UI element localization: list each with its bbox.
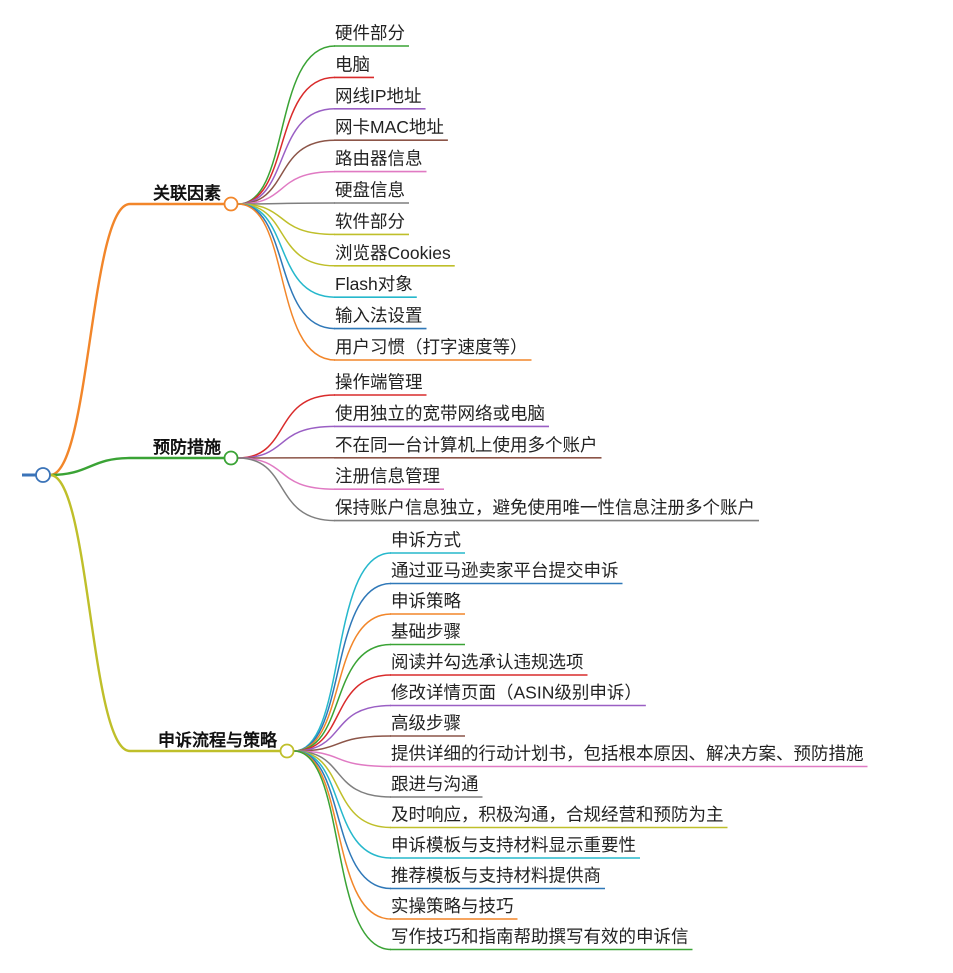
- branch-label[interactable]: 预防措施: [153, 437, 221, 457]
- branch-node[interactable]: [223, 196, 239, 212]
- leaf-connector: [293, 704, 392, 752]
- leaf-connector: [237, 139, 336, 205]
- leaf-label[interactable]: 阅读并勾选承认违规选项: [391, 652, 584, 672]
- leaf-connector: [237, 457, 336, 522]
- leaf-connector: [293, 750, 392, 890]
- branch-node[interactable]: [279, 743, 295, 759]
- mindmap-leaves: 硬件部分电脑网线IP地址网卡MAC地址路由器信息硬盘信息软件部分浏览器Cooki…: [335, 23, 864, 947]
- leaf-label[interactable]: 路由器信息: [335, 149, 423, 169]
- leaf-label[interactable]: 输入法设置: [335, 306, 423, 326]
- leaf-label[interactable]: 硬件部分: [335, 23, 405, 43]
- leaf-label[interactable]: 申诉模板与支持材料显示重要性: [391, 835, 636, 855]
- leaf-label[interactable]: 用户习惯（打字速度等）: [335, 337, 528, 357]
- leaf-connector: [237, 425, 336, 459]
- leaf-connector: [293, 750, 392, 920]
- leaf-label[interactable]: 及时响应，积极沟通，合规经营和预防为主: [391, 805, 724, 825]
- leaf-connector: [237, 203, 336, 361]
- leaf-connector: [293, 750, 392, 829]
- leaf-connector: [293, 750, 392, 798]
- leaf-connector: [237, 202, 336, 205]
- leaf-connector: [237, 203, 336, 267]
- leaf-label[interactable]: 高级步骤: [391, 713, 461, 733]
- branch-connector: [49, 456, 224, 477]
- leaf-connector: [237, 457, 336, 490]
- leaf-connector: [293, 643, 392, 752]
- leaf-label[interactable]: 实操策略与技巧: [391, 896, 514, 916]
- leaf-label[interactable]: 不在同一台计算机上使用多个账户: [335, 435, 598, 455]
- branch-label[interactable]: 申诉流程与策略: [158, 730, 278, 750]
- branch-connector: [49, 202, 224, 477]
- mindmap-edges: [49, 45, 868, 951]
- leaf-label[interactable]: 申诉方式: [391, 530, 461, 550]
- leaf-connector: [293, 750, 392, 859]
- leaf-label[interactable]: 提供详细的行动计划书，包括根本原因、解决方案、预防措施: [391, 744, 864, 764]
- leaf-label[interactable]: 网卡MAC地址: [335, 117, 444, 137]
- leaf-label[interactable]: 浏览器Cookies: [335, 243, 451, 263]
- leaf-connector: [293, 552, 392, 752]
- leaf-label[interactable]: 注册信息管理: [335, 466, 440, 486]
- leaf-label[interactable]: 网线IP地址: [335, 86, 422, 106]
- leaf-label[interactable]: 操作端管理: [335, 372, 423, 392]
- leaf-connector: [293, 613, 392, 752]
- leaf-connector: [293, 735, 392, 752]
- leaf-connector: [293, 674, 392, 752]
- leaf-connector: [237, 170, 336, 205]
- leaf-label[interactable]: 修改详情页面（ASIN级别申诉）: [391, 683, 642, 703]
- leaf-label[interactable]: 保持账户信息独立，避免使用唯一性信息注册多个账户: [335, 498, 755, 518]
- leaf-connector: [293, 750, 392, 768]
- branch-label[interactable]: 关联因素: [153, 183, 221, 203]
- leaf-connector: [293, 750, 392, 951]
- leaf-label[interactable]: 电脑: [335, 54, 370, 74]
- leaf-connector: [293, 582, 392, 752]
- branch-node[interactable]: [223, 450, 239, 466]
- leaf-connector: [237, 203, 336, 330]
- leaf-connector: [237, 76, 336, 205]
- leaf-label[interactable]: 通过亚马逊卖家平台提交申诉: [391, 561, 619, 581]
- leaf-label[interactable]: 申诉策略: [391, 591, 461, 611]
- leaf-label[interactable]: 软件部分: [335, 211, 405, 231]
- root-node[interactable]: [35, 467, 51, 483]
- leaf-connector: [237, 203, 336, 298]
- leaf-label[interactable]: 跟进与沟通: [391, 774, 479, 794]
- leaf-label[interactable]: Flash对象: [335, 274, 413, 294]
- leaf-label[interactable]: 使用独立的宽带网络或电脑: [335, 403, 545, 423]
- leaf-connector: [237, 203, 336, 236]
- leaf-connector: [237, 108, 336, 205]
- leaf-label[interactable]: 推荐模板与支持材料提供商: [391, 866, 601, 886]
- leaf-label[interactable]: 硬盘信息: [335, 180, 405, 200]
- leaf-label[interactable]: 写作技巧和指南帮助撰写有效的申诉信: [391, 927, 689, 947]
- branch-connector: [49, 473, 280, 753]
- mindmap-root[interactable]: [22, 467, 51, 483]
- leaf-label[interactable]: 基础步骤: [391, 622, 461, 642]
- leaf-connector: [237, 45, 336, 205]
- leaf-connector: [237, 394, 336, 459]
